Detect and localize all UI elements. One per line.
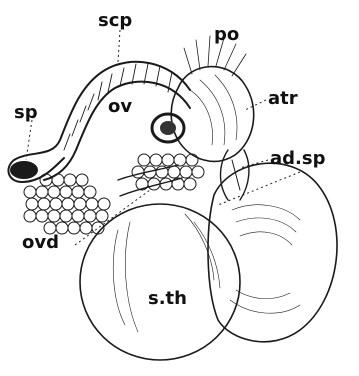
egg <box>138 154 150 166</box>
egg <box>80 222 92 234</box>
egg <box>72 210 84 222</box>
egg <box>60 186 72 198</box>
egg <box>150 154 162 166</box>
egg <box>168 166 180 178</box>
label-scp: scp <box>98 10 132 31</box>
egg <box>98 198 110 210</box>
egg <box>186 154 198 166</box>
label-ad-sp: ad.sp <box>270 148 326 169</box>
egg-cluster <box>24 154 204 234</box>
leader-ovd <box>75 190 150 245</box>
egg <box>62 198 74 210</box>
egg <box>24 210 36 222</box>
egg <box>132 166 144 178</box>
leader-atr <box>245 100 266 110</box>
egg <box>50 198 62 210</box>
egg <box>60 210 72 222</box>
egg <box>76 174 88 186</box>
label-atr: atr <box>268 88 298 109</box>
egg <box>184 178 196 190</box>
sac-right-lobe <box>208 163 337 342</box>
egg <box>48 186 60 198</box>
egg <box>48 210 60 222</box>
oviduct <box>118 165 182 196</box>
label-po: po <box>214 24 239 45</box>
egg <box>84 186 96 198</box>
egg <box>86 198 98 210</box>
egg <box>162 154 174 166</box>
accessory-stalk <box>221 150 249 200</box>
egg <box>84 210 96 222</box>
egg <box>68 222 80 234</box>
egg <box>26 198 38 210</box>
egg <box>52 174 64 186</box>
egg <box>96 210 108 222</box>
egg <box>36 210 48 222</box>
label-ov: ov <box>108 96 132 117</box>
egg <box>174 154 186 166</box>
label-sp: sp <box>14 102 38 123</box>
leader-scp <box>118 30 120 62</box>
egg <box>38 198 50 210</box>
egg <box>180 166 192 178</box>
label-ovd: ovd <box>22 232 59 253</box>
leader-ad-sp-2 <box>218 172 300 205</box>
egg <box>72 186 84 198</box>
egg <box>192 166 204 178</box>
egg <box>36 186 48 198</box>
egg <box>64 174 76 186</box>
egg <box>74 198 86 210</box>
label-s-th: s.th <box>148 288 187 309</box>
egg <box>24 186 36 198</box>
